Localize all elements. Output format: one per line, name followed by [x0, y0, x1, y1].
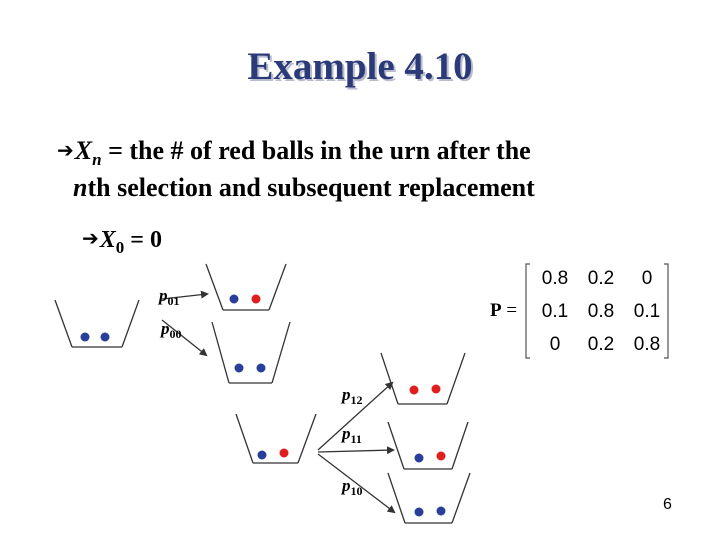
matrix-cell: 0.2	[578, 268, 624, 290]
matrix-cell: 0	[624, 268, 670, 290]
blue-ball	[415, 508, 424, 517]
matrix-cell: 0.8	[624, 334, 670, 356]
urn-to-p10	[388, 473, 470, 523]
blue-ball	[101, 333, 110, 342]
blue-ball	[258, 451, 267, 460]
matrix-cell: 0.2	[578, 334, 624, 356]
page-number: 6	[663, 496, 672, 514]
label-p10: p10	[342, 476, 363, 499]
matrix-cell: 0	[532, 334, 578, 356]
red-ball	[432, 385, 441, 394]
urn-to-p11	[388, 422, 468, 469]
red-ball	[437, 452, 446, 461]
red-ball	[280, 449, 289, 458]
blue-ball	[437, 507, 446, 516]
matrix-grid: 0.8 0.2 0 0.1 0.8 0.1 0 0.2 0.8	[532, 262, 672, 361]
blue-ball	[81, 333, 90, 342]
label-p12: p12	[342, 385, 363, 408]
matrix-cell: 0.8	[578, 301, 624, 323]
matrix-row: 0 0.2 0.8	[532, 328, 672, 361]
balls	[81, 295, 446, 517]
matrix-cell: 0.1	[532, 301, 578, 323]
urn-start	[55, 300, 139, 347]
matrix-cell: 0.1	[624, 301, 670, 323]
urn-to-p12	[381, 353, 465, 404]
urn-one-red	[206, 264, 286, 310]
blue-ball	[257, 364, 266, 373]
blue-ball	[230, 295, 239, 304]
label-p01: p01	[159, 286, 180, 309]
blue-ball	[415, 454, 424, 463]
label-p11: p11	[342, 424, 362, 447]
red-ball	[252, 295, 261, 304]
label-p00: p00	[161, 319, 182, 342]
matrix-cell: 0.8	[532, 268, 578, 290]
red-ball	[410, 386, 419, 395]
urn-zero-red	[212, 322, 290, 383]
matrix-label: P =	[490, 300, 517, 322]
matrix-row: 0.1 0.8 0.1	[532, 295, 672, 328]
arrow-p11	[318, 450, 393, 452]
urn-source-2	[236, 414, 316, 463]
blue-ball	[235, 364, 244, 373]
transition-matrix: P = 0.8 0.2 0 0.1 0.8 0.1 0 0.2 0.8	[490, 262, 680, 362]
matrix-row: 0.8 0.2 0	[532, 262, 672, 295]
